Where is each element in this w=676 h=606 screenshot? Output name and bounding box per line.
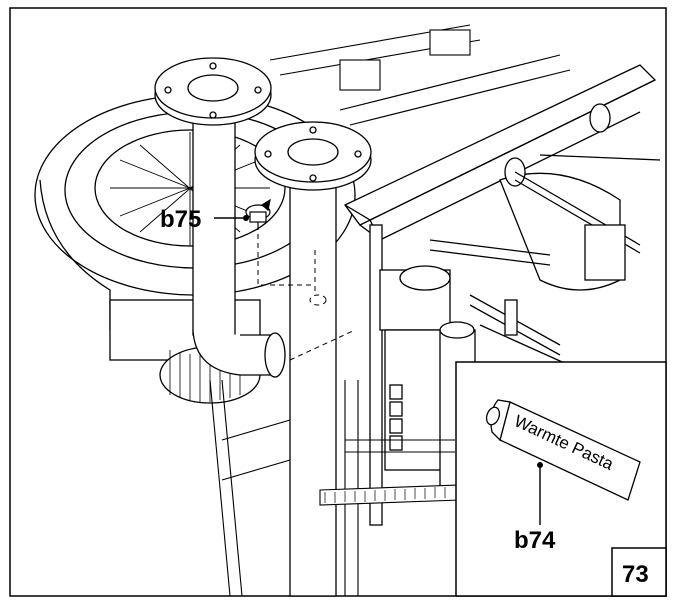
b74-leader-dot: [537, 462, 543, 468]
inset-panel: Warmte Pasta b74 73: [455, 361, 667, 597]
pipe-center: [254, 121, 372, 597]
right-fittings: [429, 103, 661, 291]
callout-b74: b74: [514, 527, 556, 554]
sensor-b75: [245, 198, 271, 230]
dashed-guides: [257, 225, 356, 361]
paste-tube: [485, 399, 641, 501]
figure-number: 73: [622, 561, 649, 588]
top-frame-bars: [269, 24, 571, 126]
right-beam: [344, 64, 657, 526]
valve-block: [379, 265, 581, 491]
base-frame: [209, 379, 461, 597]
figure-number-box: [611, 547, 667, 597]
b75-leader-dot: [243, 215, 249, 221]
machine-assembly: [34, 24, 661, 597]
callout-b75: b75: [160, 206, 201, 233]
pipe-left: [154, 57, 286, 378]
